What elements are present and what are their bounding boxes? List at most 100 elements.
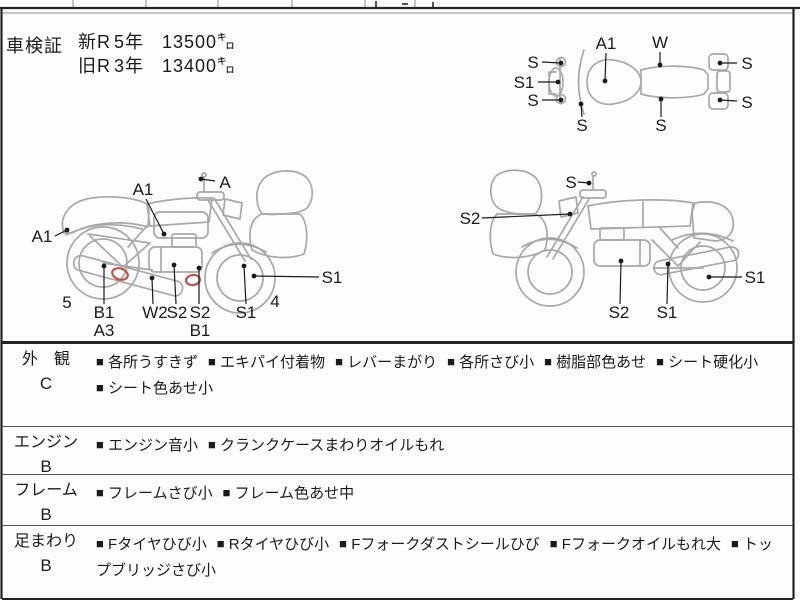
bullet-icon: ■ [549,536,558,551]
condition-category: エンジン [13,434,78,451]
marker-dot [196,265,202,271]
diagram-label: A1 [596,34,617,53]
condition-items: ■ エンジン音小 ■ クランクケースまわりオイルもれ [90,427,793,474]
condition-label-cell: エンジン B [2,427,90,476]
bullet-icon: ■ [96,485,104,500]
bullet-icon: ■ [656,354,665,369]
shaken-mileage: 13400㌔ [162,56,237,76]
diagram-label: S1 [322,268,343,287]
condition-grade: B [40,457,52,476]
diagram-label: S [741,93,752,112]
marker-dot [558,97,564,103]
marker-dot [665,261,671,267]
leader-line [253,275,320,278]
marker-dot [64,227,70,233]
diagram-label: S1 [514,73,535,92]
bullet-icon: ■ [222,485,231,500]
diagram-label: S2 [190,303,211,322]
bullet-icon: ■ [208,354,216,369]
bullet-icon: ■ [96,437,104,452]
condition-row: エンジン B ■ エンジン音小 ■ クランクケースまわりオイルもれ [2,427,793,476]
diagram-label: 4 [270,292,279,311]
diagram-label: S [655,116,666,135]
leader-line [481,213,571,219]
leader-line [173,264,177,305]
condition-item: ■ クランクケースまわりオイルもれ [208,437,445,454]
marker-dot [602,78,608,84]
leader-line [719,99,738,102]
marker-dot [558,60,564,66]
shaken-mileage: 13500㌔ [162,32,237,52]
diagram-label: S1 [236,303,257,322]
condition-grade: B [40,556,52,575]
diagram-label: A [219,173,231,192]
bullet-icon: ■ [447,354,455,369]
condition-item: ■ Fフォークオイルもれ大 [549,536,721,553]
marker-dot [658,96,664,102]
motorcycle-right-side-drawing [489,169,740,307]
condition-items: ■ フレームさび小 ■ フレーム色あせ中 [90,475,793,525]
shaken-era: 新R [78,32,111,52]
condition-item: ■ エンジン音小 [96,437,199,454]
diagram-label: W2 [142,303,168,322]
marker-dot [198,176,204,182]
condition-item: ■ Fタイヤひび小 [96,536,207,553]
bullet-icon: ■ [208,437,216,452]
marker-dot [657,62,663,68]
condition-item: ■ エキパイ付着物 [208,354,326,371]
diagram-label: W [652,33,668,52]
bullet-icon: ■ [96,380,104,395]
diagram-label: S2 [609,303,630,322]
leader-line [151,277,154,305]
diagram-label: B1 [190,321,211,340]
diagram-label: A1 [133,180,154,199]
diagram-label: B1 [94,303,115,322]
diagram-label: S [741,54,752,73]
diagram-label: A3 [94,321,115,340]
motorcycle-left-side-drawing [61,170,314,314]
condition-category: 足まわり [13,533,78,550]
condition-item: ■ シート硬化小 [656,354,759,371]
condition-item: ■ 樹脂部色あせ [544,354,647,371]
shaken-year: 5年 [114,32,145,52]
diagram-label: 5 [62,293,71,312]
diagram-label: S [527,91,538,110]
marker-dot [717,60,723,66]
condition-item: ■ トップブリッジさび小 [96,536,773,579]
bullet-icon: ■ [96,536,104,551]
bullet-icon: ■ [335,354,343,369]
diagram-label: S [527,53,538,72]
marker-dot [171,262,177,268]
leader-line [145,198,165,235]
condition-item: ■ フレームさび小 [96,485,213,502]
diagram-label: S1 [745,268,766,287]
motorcycle-top-view-drawing [548,49,731,115]
leader-line [666,263,669,305]
marker-dot [149,275,155,281]
marker-dot [251,273,257,279]
diagram-label: A1 [32,227,53,246]
diagram-label: S2 [167,303,188,322]
marker-dot [101,263,107,269]
condition-item: ■ レバーまがり [335,354,438,371]
condition-item: ■ Rタイヤひび小 [216,536,330,553]
marker-dot [555,79,561,85]
shaken-year: 3年 [114,56,145,76]
condition-category: 外 観 [21,351,70,368]
shaken-era: 旧R [78,56,111,76]
diagram-label: S2 [460,209,481,228]
condition-item: ■ フレーム色あせ中 [222,485,355,502]
marker-dot [578,101,584,107]
condition-label-cell: 足まわり B [2,526,90,598]
leader-line [243,265,247,305]
leader-line [604,52,607,82]
